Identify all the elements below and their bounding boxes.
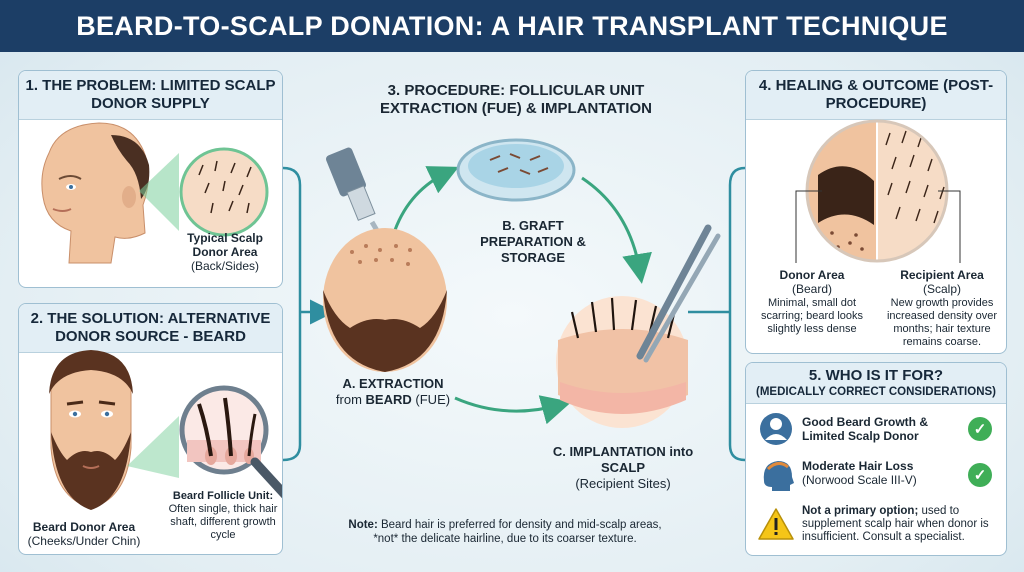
head-profile-icon (763, 461, 794, 491)
check-icon: ✓ (968, 417, 992, 441)
left-bracket (282, 166, 302, 462)
scalp-donor-label: Typical Scalp Donor Area (Back/Sides) (187, 231, 263, 273)
step-b-label: B. GRAFT PREPARATION & STORAGE (480, 218, 586, 265)
title-bar: BEARD-TO-SCALP DONATION: A HAIR TRANSPLA… (0, 0, 1024, 52)
scalp-zoom-circle (179, 147, 269, 237)
panel-solution-heading: 2. THE SOLUTION: ALTERNATIVE DONOR SOURC… (19, 304, 282, 353)
candidate-item: Moderate Hair Loss (Norwood Scale III-V)… (746, 457, 1006, 499)
step-a-label: A. EXTRACTION from BEARD (FUE) (335, 376, 451, 407)
panel-healing: 4. HEALING & OUTCOME (POST-PROCEDURE) Do… (745, 70, 1007, 354)
panel-healing-heading: 4. HEALING & OUTCOME (POST-PROCEDURE) (746, 71, 1006, 120)
bearded-face-illustration (49, 350, 282, 510)
healing-comparison-illustration (795, 119, 961, 263)
page-title: BEARD-TO-SCALP DONATION: A HAIR TRANSPLA… (76, 10, 948, 41)
procedure-heading: 3. PROCEDURE: FOLLICULAR UNIT EXTRACTION… (380, 82, 652, 117)
panel-candidates-heading: 5. WHO IS IT FOR? (MEDICALLY CORRECT CON… (746, 363, 1006, 404)
healing-recipient-label: Recipient Area (Scalp) New growth provid… (886, 268, 998, 349)
panel-problem-heading: 1. THE PROBLEM: LIMITED SCALP DONOR SUPP… (19, 71, 282, 120)
procedure-note: Note: Beard hair is preferred for densit… (348, 519, 662, 545)
check-icon: ✓ (968, 463, 992, 487)
panel-solution: 2. THE SOLUTION: ALTERNATIVE DONOR SOURC… (18, 303, 283, 555)
warning-icon (758, 508, 794, 540)
balding-head-illustration (41, 122, 269, 264)
step-c-label: C. IMPLANTATION into SCALP (Recipient Si… (552, 444, 694, 491)
beard-donor-label: Beard Donor Area (Cheeks/Under Chin) (27, 520, 141, 548)
panel-candidates: 5. WHO IS IT FOR? (MEDICALLY CORRECT CON… (745, 362, 1007, 556)
right-bracket (728, 166, 746, 462)
person-icon (760, 413, 792, 445)
arrow-b-to-c (581, 176, 652, 284)
panel-problem: 1. THE PROBLEM: LIMITED SCALP DONOR SUPP… (18, 70, 283, 288)
beard-follicle-label: Beard Follicle Unit: Often single, thick… (168, 490, 278, 541)
candidate-item: Good Beard Growth & Limited Scalp Donor … (746, 411, 1006, 453)
candidate-item: Not a primary option; used to supplement… (746, 503, 1006, 555)
healing-donor-label: Donor Area (Beard) Minimal, small dot sc… (760, 268, 864, 336)
arrow-a-to-c (454, 395, 572, 425)
arrow-a-to-b (393, 166, 459, 231)
